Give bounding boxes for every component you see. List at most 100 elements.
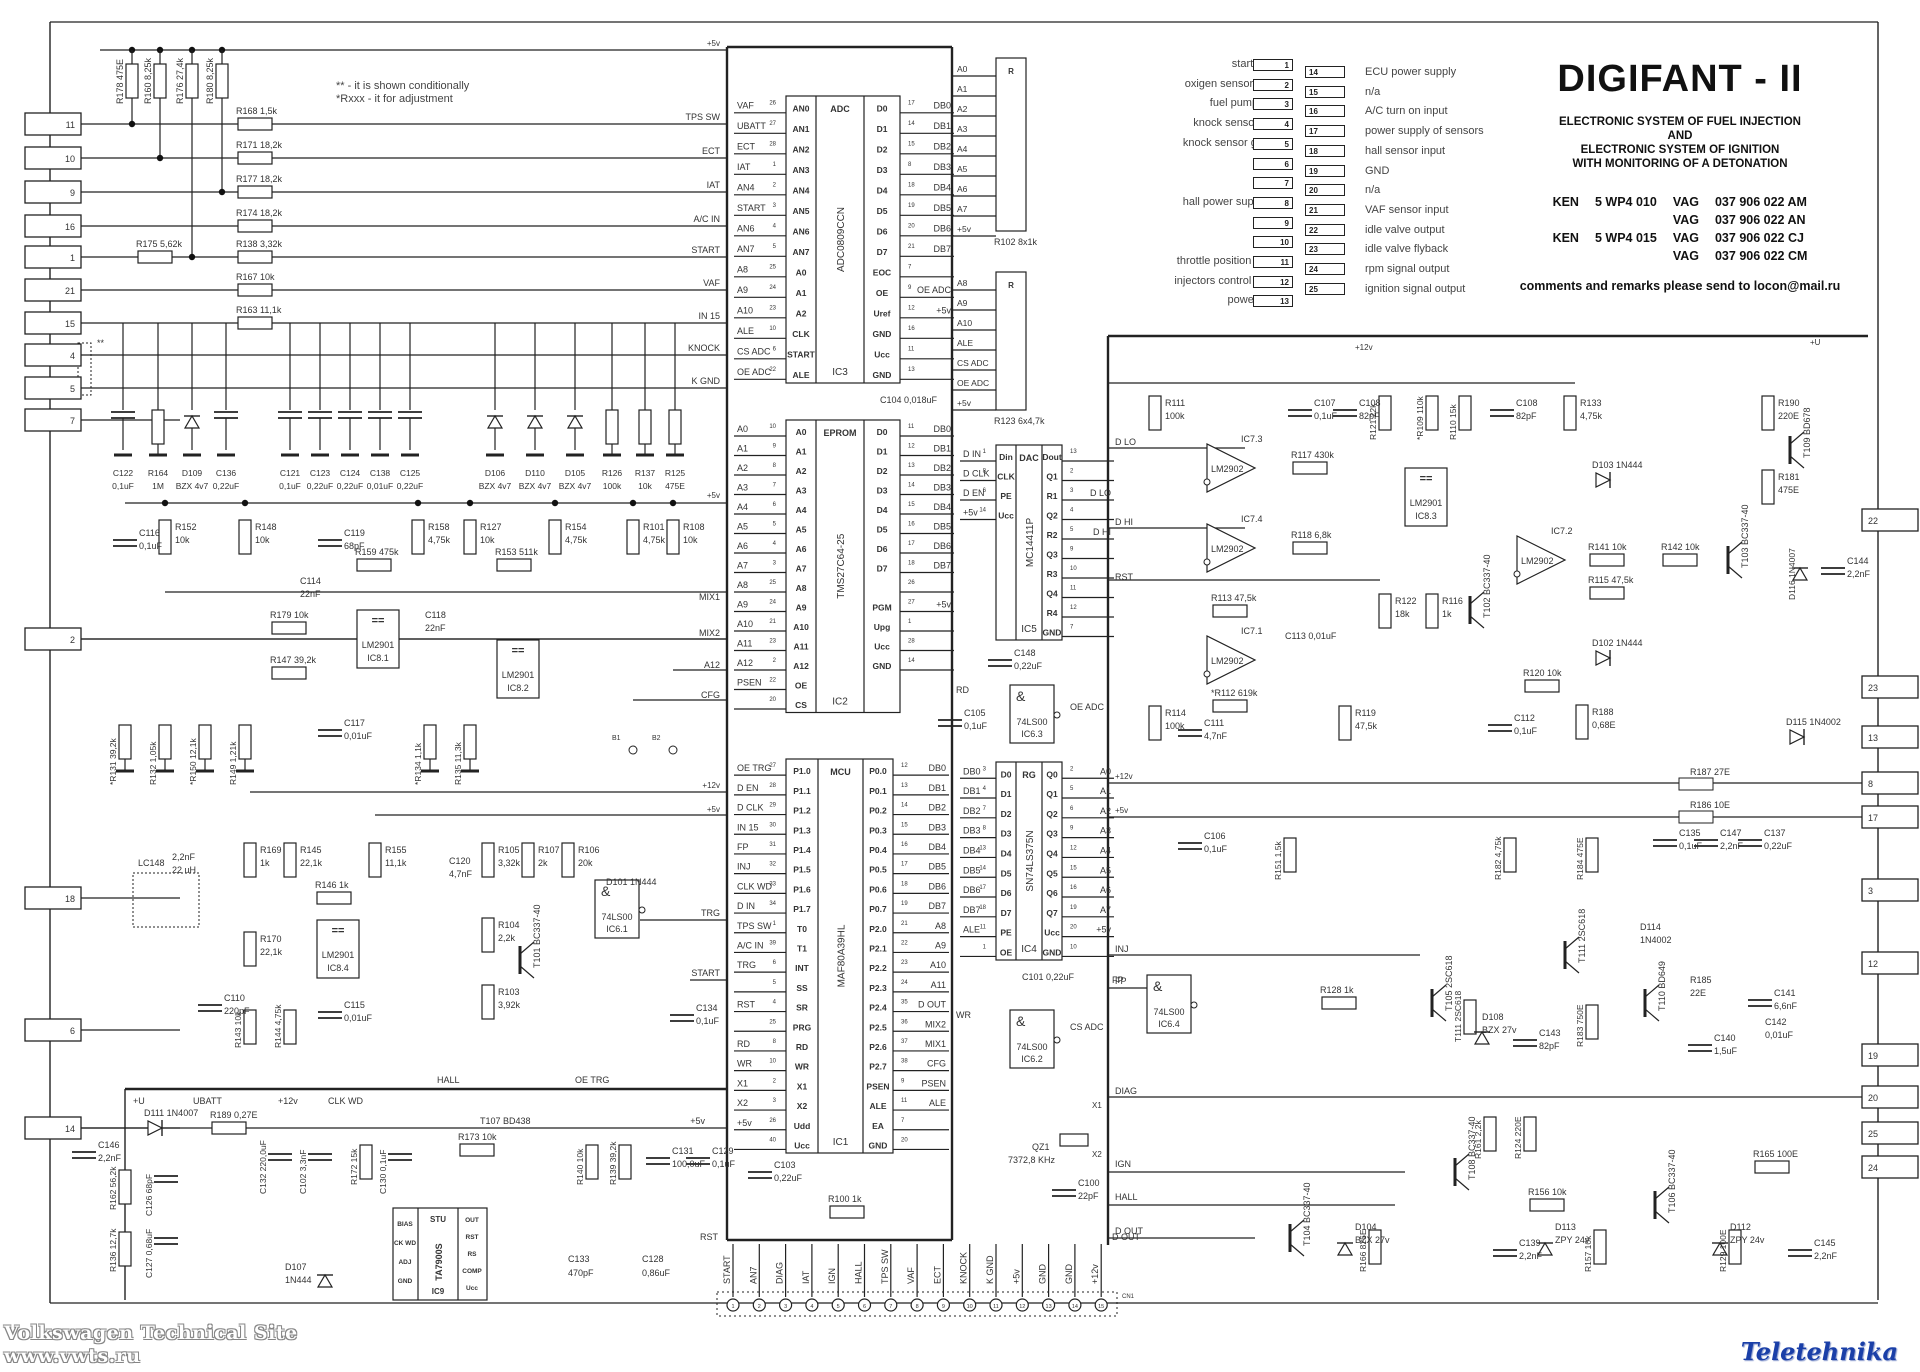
chip-pin-number: 11 [1070,586,1077,592]
chip-net-label: A9 [737,600,748,610]
junction-dot [161,499,169,507]
chip-pin-number: 33 [769,881,776,887]
chip-pin-number: 13 [979,845,986,851]
resistor-array-pin: A3 [957,124,968,134]
connector-pin-number: 24 [1868,1163,1878,1173]
left-connector-pin-5 [24,376,82,400]
chip-pin-label: Q2 [1046,511,1058,521]
watermark-brand: Teletehnika [1740,1337,1898,1366]
chip-net-label: DB5 [928,862,946,872]
transistor-emitter [1454,1177,1470,1191]
capacitor-ref: C143 [1539,1028,1561,1038]
zener-diode [183,414,201,429]
resistor [1338,705,1352,741]
resistor-label: R173 10k [458,1132,497,1142]
resistor [481,984,495,1020]
shield-outline [77,342,92,396]
chip-net-label: CLK WD [737,881,773,891]
legend-pin: 10 [1253,236,1293,249]
resistor-value: 3,92k [498,1000,521,1010]
connector-pin-number: 8 [1868,779,1873,789]
chip-pin-label: P1.1 [793,786,811,796]
filter-value: 1M [152,481,164,491]
chip-net-label: A4 [737,502,748,512]
chip-net-label: DB0 [933,101,951,111]
capacitor-ref: C106 [1204,831,1226,841]
opamp-ref: IC7.4 [1241,514,1263,524]
chip-pin-number: 16 [901,842,908,848]
cn1-pin-number: 14 [1072,1304,1078,1310]
chip-pin-label: A7 [796,564,807,574]
transistor-emitter [1727,565,1743,579]
connector-pin-number: 22 [1868,516,1878,526]
rail-label: +12v [278,1096,298,1106]
chip-pin-label: Q3 [1046,829,1058,839]
resistor [1148,395,1162,431]
resistor [185,63,199,99]
transistor-emitter [1654,1210,1670,1224]
chip-pin-number: 9 [908,285,912,291]
filter-ref: C122 [113,468,134,478]
chip-pin-number: 13 [908,463,915,469]
chip-pin-number: 25 [769,265,776,271]
right-connector-pin-12 [1861,951,1919,975]
chip-pin-number: 15 [908,502,915,508]
chip-pin-label: P0.1 [869,786,887,796]
chip-pin-number: 7 [908,265,912,271]
chip-net-label: DB4 [928,842,946,852]
chip-pin-label: Upg [874,622,891,632]
jumper-label: B1 [612,735,621,742]
resistor [1463,999,1477,1035]
filter-value: BZX 4v7 [559,481,592,491]
rail-label: +U [1810,338,1821,347]
capacitor-ref: C140 [1714,1033,1736,1043]
chip-pin-label: Ucc [1044,928,1060,938]
connector-pin-number: 18 [65,894,75,904]
legend-pin: 7 [1253,177,1293,190]
diode-value: BZX 27v [1355,1235,1390,1245]
chip-pin-label: PE [1000,491,1012,501]
transistor-label: T109 BD678 [1802,407,1812,458]
capacitor-value: 0,01uF [1765,1030,1794,1040]
resistor [618,1144,632,1180]
capacitor-value: 82pF [1516,411,1537,421]
chip-net-label: PSEN [921,1078,946,1088]
chip-pin-number: 5 [773,980,777,986]
chip-pin-number: 4 [773,1000,777,1006]
resistor-ref: R107 [538,845,560,855]
resistor [1425,395,1439,431]
resistor-label: R159 475k [355,547,399,557]
resistor-label: R171 18,2k [236,140,283,150]
chip-net-label: DB3 [933,162,951,172]
transistor-collector [1431,984,1447,998]
resistor-ref: R190 [1778,398,1800,408]
zener-diode [1336,1241,1354,1256]
chip-ic2-eprom [785,419,901,714]
input-net-label: IAT [707,180,721,190]
chip-pin-number: 17 [908,541,915,547]
resistor-label: R138 3,32k [236,239,283,249]
chip-ref: IC2 [832,697,848,708]
resistor-array-pin: A6 [957,184,968,194]
chip-pin-number: 22 [901,941,908,947]
zener-diode [316,1273,334,1288]
chip-net-label: FP [737,842,749,852]
chip-pin-number: 3 [1070,488,1074,494]
resistor-value: 4,75k [1580,411,1603,421]
diode [147,1120,164,1136]
chip-pin-label: INT [795,963,810,973]
resistor-label: *R150 12,1k [188,737,198,785]
right-connector-pin-19 [1861,1043,1919,1067]
resistor-label: R110 15k [1448,403,1458,440]
left-connector-pin-21 [24,278,82,302]
chip-net-label: DB5 [933,203,951,213]
rail-label: UBATT [193,1096,222,1106]
resistor-value: 4,75k [643,535,666,545]
chip-pin-label: P0.6 [869,884,887,894]
cn1-pin-number: 7 [889,1304,892,1310]
legend-pin: 19 [1305,164,1345,177]
resistor-label: R121 22k [1368,403,1378,440]
chip-pin-number: 11 [908,347,915,353]
chip-net-label: +5v [963,508,978,518]
chip-pin-label: A6 [796,544,807,554]
